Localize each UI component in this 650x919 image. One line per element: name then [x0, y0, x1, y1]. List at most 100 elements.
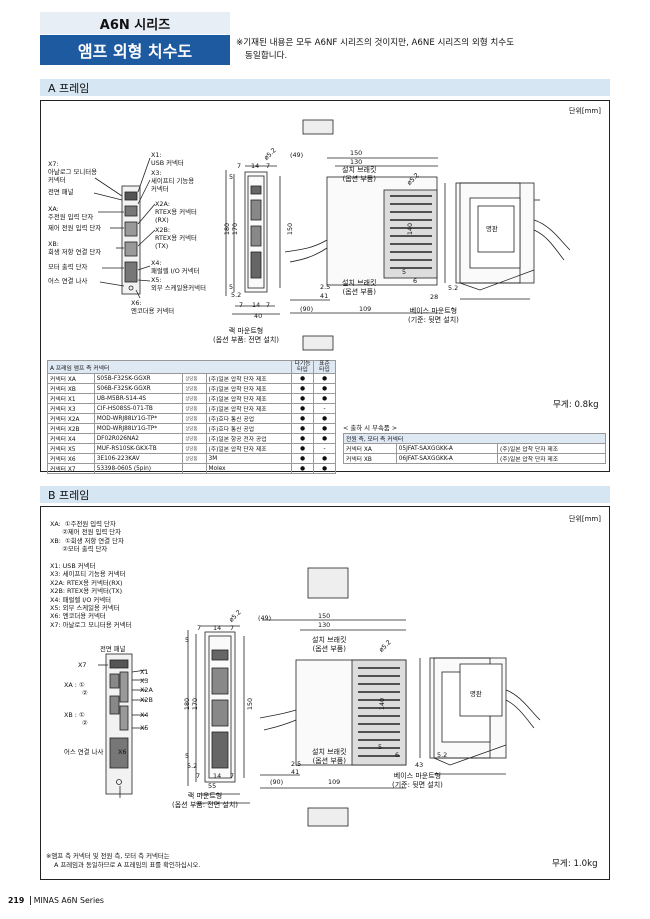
- table-cell: 3E106-223KAV: [93, 453, 184, 464]
- label-x2b-b: X2B: [140, 696, 153, 704]
- table-cell: 커넥터 X6: [47, 453, 95, 464]
- label-xa: XA:주전원 입력 단자: [48, 205, 94, 221]
- table-cell: 커넥터 X5: [47, 443, 95, 454]
- dim: 6: [413, 277, 418, 285]
- table-cell: 커넥터 XA: [343, 443, 397, 454]
- label-control-power: 제어 전원 입력 단자: [48, 224, 102, 232]
- table-cell: 05JFAT-SAXGGKK-A: [395, 443, 499, 454]
- table-cell: ●: [291, 453, 314, 464]
- dim: 41: [320, 292, 329, 300]
- dim: 6: [395, 751, 400, 759]
- table-cell: ●: [313, 413, 336, 424]
- dim: 150: [246, 697, 255, 711]
- page-number: 219: [8, 896, 25, 905]
- table-cell: 상당품: [182, 413, 207, 424]
- table-cell: UB-M5BR-S14-4S: [93, 393, 184, 404]
- caption-mounting-bracket-bottom: 설치 브래킷(옵션 부품): [342, 279, 377, 296]
- table-cell: (주)일본 압착 단자 제조: [205, 383, 293, 394]
- dim: 43: [415, 761, 424, 769]
- table-cell: (주)일본 압착 단자 제조: [497, 443, 606, 454]
- caption-mounting-bracket-top-b: 설치 브래킷(옵션 부품): [312, 636, 347, 653]
- table-cell: Molex: [205, 463, 293, 474]
- dim: 55: [208, 782, 217, 790]
- dim: 14: [213, 772, 222, 780]
- legend-line: X1: USB 커넥터: [50, 562, 96, 571]
- dim: 109: [359, 305, 372, 313]
- label-ground: 어스 연결 나사: [48, 277, 88, 285]
- footer: 219 MINAS A6N Series: [8, 896, 104, 905]
- table-cell: 커넥터 X1: [47, 393, 95, 404]
- nameplate-b: 명판: [470, 690, 482, 698]
- dim: 5.2: [448, 284, 459, 292]
- label-xb2-b: ②: [82, 719, 88, 727]
- header-note: ※기재된 내용은 모두 A6NF 시리즈의 것이지만, A6NE 시리즈의 외형…: [236, 38, 515, 61]
- dim: 40: [254, 312, 263, 320]
- table-cell: (주)일본 압착 단자 제조: [205, 403, 293, 414]
- frame-b-drawings: [98, 567, 541, 827]
- dim: 109: [328, 778, 341, 786]
- table-cell: 커넥터 XB: [343, 453, 397, 464]
- dim: 7: [230, 624, 235, 632]
- label-x3-b: X3: [140, 677, 149, 685]
- legend-line: X6: 엔코더용 커넥터: [50, 612, 106, 621]
- dim: 150: [350, 149, 363, 157]
- dim: 150: [286, 222, 295, 236]
- table-cell: ●: [291, 443, 314, 454]
- dim: 5.2: [231, 291, 242, 299]
- table-cell: ●: [313, 423, 336, 434]
- table-cell: ●: [313, 383, 336, 394]
- label-motor-out: 모터 출력 단자: [48, 263, 88, 271]
- frame-a-drawings: [93, 119, 571, 351]
- accessory-title: < 출하 시 부속품 >: [343, 424, 398, 432]
- legend-line: X4: 패럴렐 I/O 커넥터: [50, 595, 112, 604]
- table-cell: 커넥터 X2A: [47, 413, 95, 424]
- label-x6-b: X6: [118, 748, 127, 756]
- table-cell: 상당품: [182, 383, 207, 394]
- dim: 7: [266, 162, 271, 170]
- legend-line: X2A: RTEX용 커넥터(RX): [50, 578, 123, 587]
- legend-line: XB: ①회생 저항 연결 단자: [50, 536, 124, 545]
- label-xa-b: XA : ①: [64, 681, 85, 689]
- dim: 7: [237, 162, 242, 170]
- label-xb-b: XB : ①: [64, 711, 85, 719]
- label-x4: X4:패럴렐 I/O 커넥터: [151, 259, 200, 275]
- table-cell: ●: [291, 383, 314, 394]
- dim: 5: [185, 636, 190, 644]
- caption-base-mount: 베이스 마운트형(기준: 뒷면 설치): [408, 307, 459, 324]
- table-cell: ●: [313, 463, 336, 474]
- table-cell: ●: [291, 413, 314, 424]
- dim: 41: [291, 768, 300, 776]
- footer-series: MINAS A6N Series: [29, 896, 104, 905]
- frame-b-weight: 무게: 1.0kg: [552, 859, 598, 869]
- label-x4-b: X4: [140, 711, 149, 719]
- table-cell: 53398-0605 (5pin): [93, 463, 184, 474]
- table-cell: ●: [291, 463, 314, 474]
- dim: 140: [406, 222, 415, 236]
- legend-line: ②제어 전원 입력 단자: [50, 528, 122, 537]
- label-xa2-b: ②: [82, 689, 88, 697]
- table-cell: 상당품: [182, 433, 207, 444]
- caption-rack-mount-b: 랙 마운트형(옵션 부품: 전면 설치): [172, 792, 239, 809]
- dim: 2.5: [291, 760, 302, 768]
- table-cell: ●: [291, 433, 314, 444]
- label-x1-b: X1: [140, 668, 149, 676]
- table-header-cell: 전원 측, 모터 측 커넥터: [343, 433, 606, 444]
- table-cell: (주)일본 압착 단자 제조: [205, 393, 293, 404]
- table-cell: 상당품: [182, 443, 207, 454]
- table-cell: -: [313, 443, 336, 454]
- dim: 7: [197, 624, 202, 632]
- label-x2a-b: X2A: [140, 686, 153, 694]
- table-cell: (주)호다 통신 공업: [205, 413, 293, 424]
- table-header: A 프레임 앰프 측 커넥터 다기능 타입 표준 타입: [47, 360, 336, 374]
- dim: (49): [258, 614, 272, 622]
- table-cell: 상당품: [182, 453, 207, 464]
- table-cell: S06B-F32SK-GGXR: [93, 383, 184, 394]
